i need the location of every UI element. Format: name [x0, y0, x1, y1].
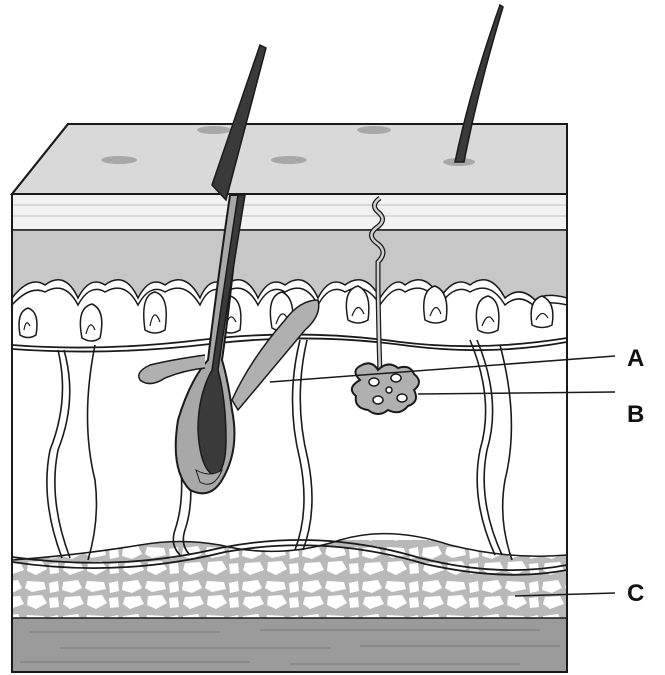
- label-a: A: [627, 345, 644, 372]
- pore-4: [357, 126, 391, 134]
- stratum-corneum: [12, 194, 567, 230]
- pore-1: [101, 156, 137, 164]
- skin-block: [12, 194, 567, 672]
- label-b: B: [627, 401, 644, 428]
- pore-3: [271, 156, 307, 164]
- label-c: C: [627, 580, 644, 607]
- pore-2: [197, 126, 231, 134]
